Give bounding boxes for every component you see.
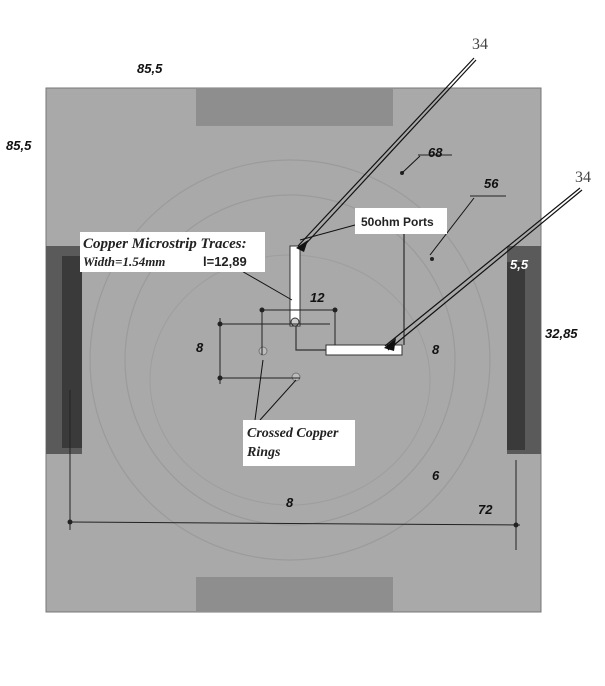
callout-ref-right: 34 [575,169,591,186]
dim-left-height: 85,5 [6,138,32,153]
outer-ring [89,159,491,561]
rings-label-box [243,420,355,466]
inner-ring [124,194,456,526]
trace-connector [295,326,326,351]
dimension-lines [69,154,521,550]
traces-title: Copper Microstrip Traces: [83,236,247,252]
callout-arrowhead-right [384,338,396,351]
trace-vertical [289,245,301,327]
dim-ring-inner: 56 [484,176,499,191]
dim-ring-outer: 68 [428,145,443,160]
ports-label-box [355,208,447,234]
ring-dot-b [291,372,301,382]
dim-bottom-outer: 72 [478,502,493,517]
dim-trace-height-right: 8 [432,342,440,357]
dim-top-width: 85,5 [137,61,163,76]
rings-label-line1: Crossed Copper [247,426,339,441]
traces-label-box [80,232,265,272]
callout-leaders [297,57,583,351]
left-port-inner [62,256,82,448]
substrate-board [45,87,542,613]
traces-length: l=12,89 [203,254,247,269]
dim-gap: 6 [432,468,440,483]
board-band-top [196,88,393,126]
board-band-bottom [196,577,393,612]
dim-bottom-inner: 8 [286,495,294,510]
dim-trace-height-left: 8 [196,340,204,355]
port-dot-a [290,317,300,327]
annotation-leaders [239,155,475,421]
ring-dot-a [258,346,268,356]
dim-port-width: 5,5 [510,257,529,272]
dim-port-height: 32,85 [545,326,578,341]
dimension-markers [67,171,519,528]
callout-arrowhead-top [296,240,308,252]
callout-ref-top: 34 [472,36,488,53]
rings-label-line2: Rings [246,445,281,460]
right-port-inner [507,262,525,450]
traces-width: Width=1.54mm [83,254,165,269]
ports-label: 50ohm Ports [361,215,434,229]
dim-trace-len: 12 [310,290,325,305]
